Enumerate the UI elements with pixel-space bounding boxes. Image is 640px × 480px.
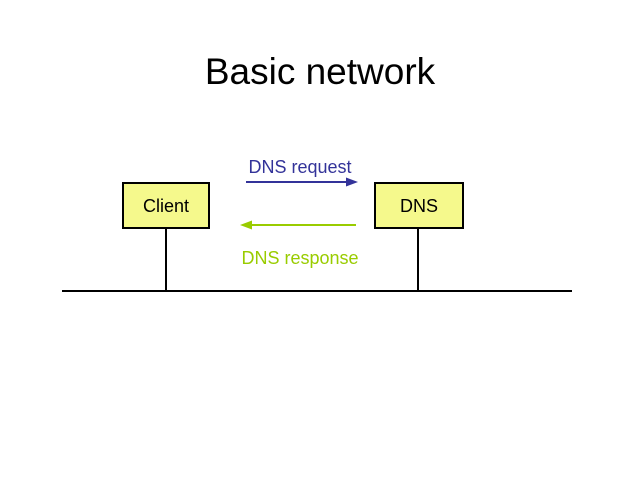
flow-response-arrow-icon xyxy=(240,220,356,230)
node-client[interactable]: Client xyxy=(122,182,210,229)
node-dns-label: DNS xyxy=(399,195,438,216)
page-title: Basic network xyxy=(204,51,436,92)
node-dns[interactable]: DNS xyxy=(374,182,464,229)
client-bus-connector xyxy=(165,229,167,291)
network-bus-line xyxy=(62,290,572,292)
flow-response-label: DNS response xyxy=(241,248,359,268)
flow-request-arrow-icon xyxy=(246,177,358,187)
node-client-label: Client xyxy=(142,195,190,216)
dns-bus-connector xyxy=(417,229,419,291)
flow-request-label: DNS request xyxy=(248,157,352,177)
